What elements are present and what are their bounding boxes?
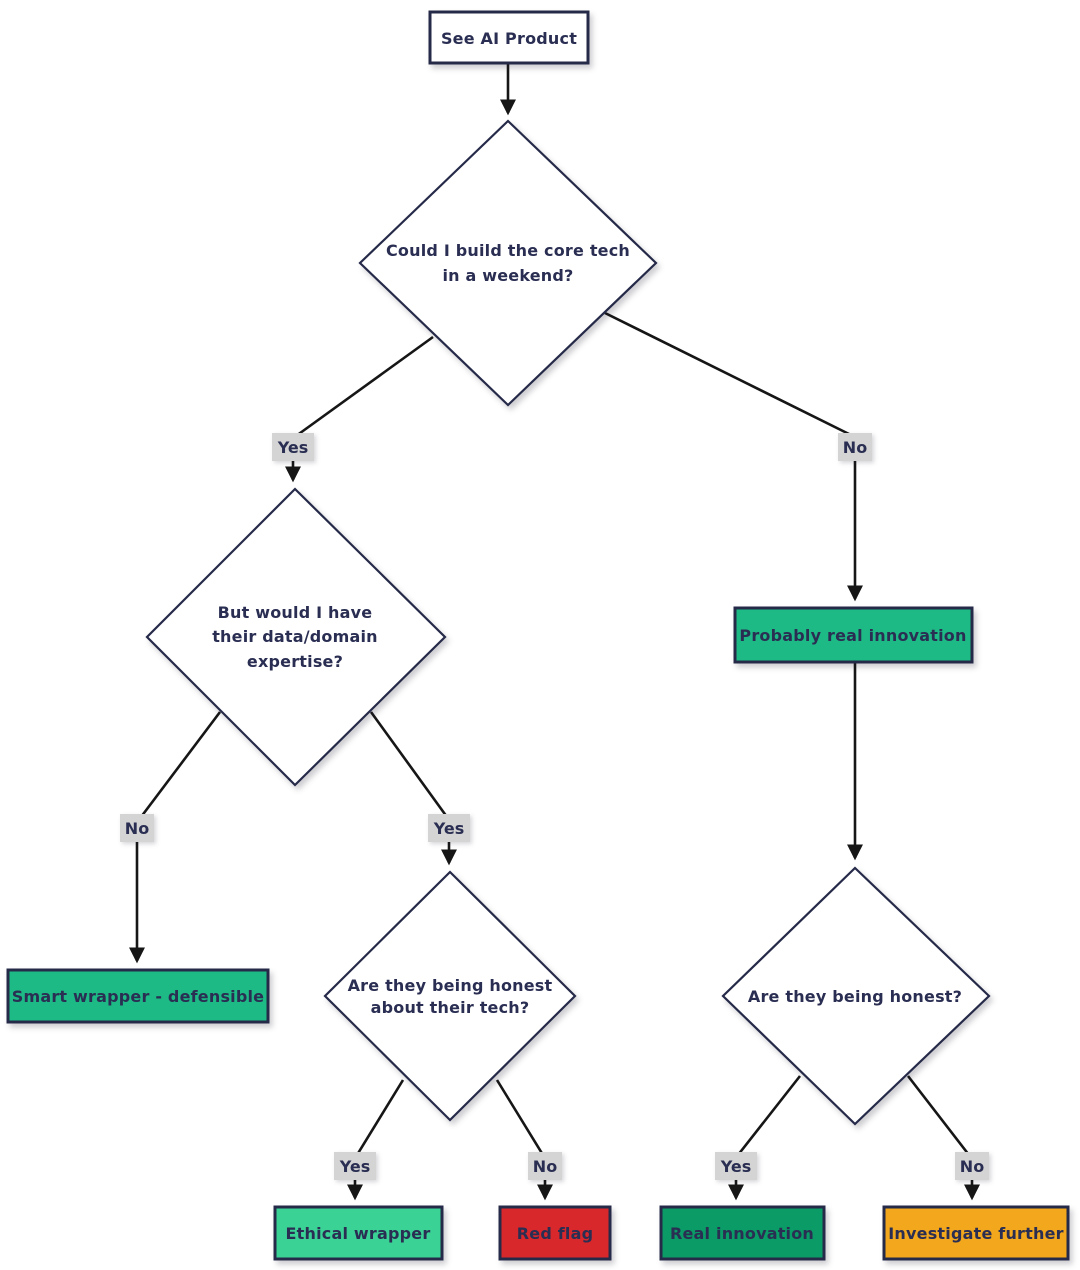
result-real-innovation-label: Real innovation (670, 1224, 814, 1243)
edge-honesttech-yes-segment (355, 1079, 405, 1156)
svg-text:No: No (960, 1157, 984, 1176)
svg-text:Yes: Yes (433, 819, 465, 838)
result-probably-real-innovation-label: Probably real innovation (739, 626, 966, 645)
decision-data-domain-expertise-line1: But would I have (218, 603, 373, 622)
nodes: See AI Product Could I build the core te… (6, 10, 1070, 1261)
result-red-flag: Red flag (498, 1205, 612, 1261)
result-smart-wrapper: Smart wrapper - defensible (6, 968, 270, 1024)
edge-label-honest-yes: Yes (715, 1152, 757, 1180)
result-probably-real-innovation: Probably real innovation (733, 606, 974, 664)
edge-labels: Yes No No Yes Yes No Yes No (120, 433, 989, 1180)
svg-text:No: No (843, 438, 867, 457)
edge-expertise-no-segment (139, 711, 222, 818)
edge-honesttech-no-segment (495, 1079, 545, 1156)
result-ethical-wrapper: Ethical wrapper (273, 1205, 444, 1261)
result-smart-wrapper-label: Smart wrapper - defensible (12, 987, 265, 1006)
decision-honest-about-tech-line2: about their tech? (371, 998, 530, 1017)
decision-data-domain-expertise-line2: their data/domain (212, 627, 378, 646)
decision-honest-line1: Are they being honest? (748, 987, 962, 1006)
edge-honest-no-segment (906, 1075, 971, 1156)
edge-label-weekend-no: No (838, 433, 872, 461)
result-red-flag-label: Red flag (517, 1224, 594, 1243)
decision-build-in-weekend-line2: in a weekend? (442, 266, 573, 285)
decision-build-in-weekend: Could I build the core tech in a weekend… (358, 119, 658, 407)
svg-text:No: No (125, 819, 149, 838)
edge-expertise-yes-segment (369, 711, 449, 818)
svg-text:Yes: Yes (277, 438, 309, 457)
edge-label-honesttech-no: No (528, 1152, 562, 1180)
svg-text:Yes: Yes (720, 1157, 752, 1176)
result-real-innovation: Real innovation (659, 1205, 826, 1261)
edge-honest-yes-segment (736, 1075, 802, 1156)
edge-label-honest-no: No (955, 1152, 989, 1180)
node-see-ai-product: See AI Product (428, 10, 590, 65)
edge-weekend-no-segment (604, 311, 854, 438)
edges (128, 63, 981, 1201)
result-investigate-further-label: Investigate further (888, 1224, 1063, 1243)
decision-honest: Are they being honest? (721, 866, 991, 1126)
edge-weekend-yes-segment (295, 335, 434, 438)
edge-label-weekend-yes: Yes (272, 433, 314, 461)
decision-build-in-weekend-line1: Could I build the core tech (386, 241, 630, 260)
decision-data-domain-expertise-line3: expertise? (247, 652, 343, 671)
svg-text:No: No (533, 1157, 557, 1176)
svg-text:Yes: Yes (339, 1157, 371, 1176)
edge-label-expertise-yes: Yes (428, 814, 470, 842)
decision-data-domain-expertise: But would I have their data/domain exper… (145, 487, 447, 787)
result-investigate-further: Investigate further (882, 1205, 1070, 1261)
node-see-ai-product-label: See AI Product (441, 29, 577, 48)
edge-label-honesttech-yes: Yes (334, 1152, 376, 1180)
edge-label-expertise-no: No (120, 814, 154, 842)
decision-honest-about-tech: Are they being honest about their tech? (323, 870, 577, 1122)
decision-honest-about-tech-line1: Are they being honest (348, 976, 553, 995)
result-ethical-wrapper-label: Ethical wrapper (286, 1224, 431, 1243)
